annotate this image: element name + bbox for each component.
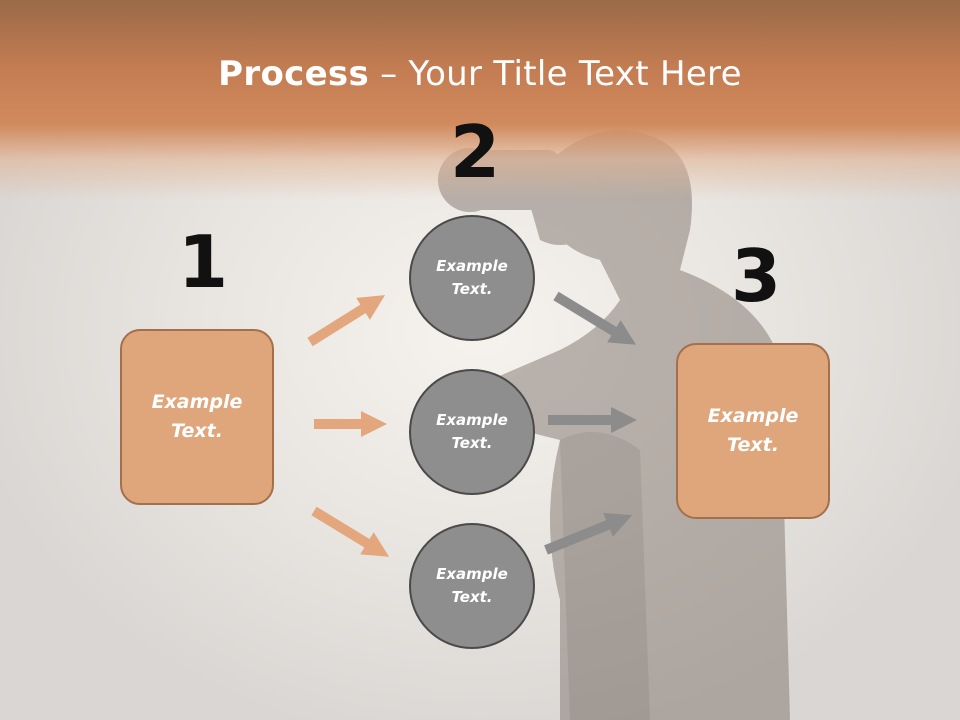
arrow-left-down — [311, 506, 390, 557]
circle-step-bottom: Example Text. — [409, 523, 535, 649]
circle-step-middle: Example Text. — [409, 369, 535, 495]
title-rest: – Your Title Text Here — [369, 54, 742, 94]
arrow-right-up — [553, 291, 637, 345]
arrow-left-up — [307, 295, 386, 347]
circle-step-middle-label: Example Text. — [436, 411, 508, 452]
left-step-box: Example Text. — [120, 329, 274, 505]
circle-step-top-label: Example Text. — [436, 257, 508, 298]
step-number-2: 2 — [450, 110, 501, 194]
step-number-3: 3 — [731, 234, 782, 318]
right-step-label: Example Text. — [707, 405, 799, 456]
circle-step-bottom-label: Example Text. — [436, 565, 508, 606]
page-title: Process – Your Title Text Here — [0, 52, 960, 96]
left-step-label: Example Text. — [151, 391, 243, 442]
circle-step-top: Example Text. — [409, 215, 535, 341]
step-number-1: 1 — [178, 220, 229, 304]
title-bold: Process — [218, 54, 370, 94]
title-band — [0, 0, 960, 200]
arrow-right-down — [544, 512, 633, 555]
right-step-box: Example Text. — [676, 343, 830, 519]
